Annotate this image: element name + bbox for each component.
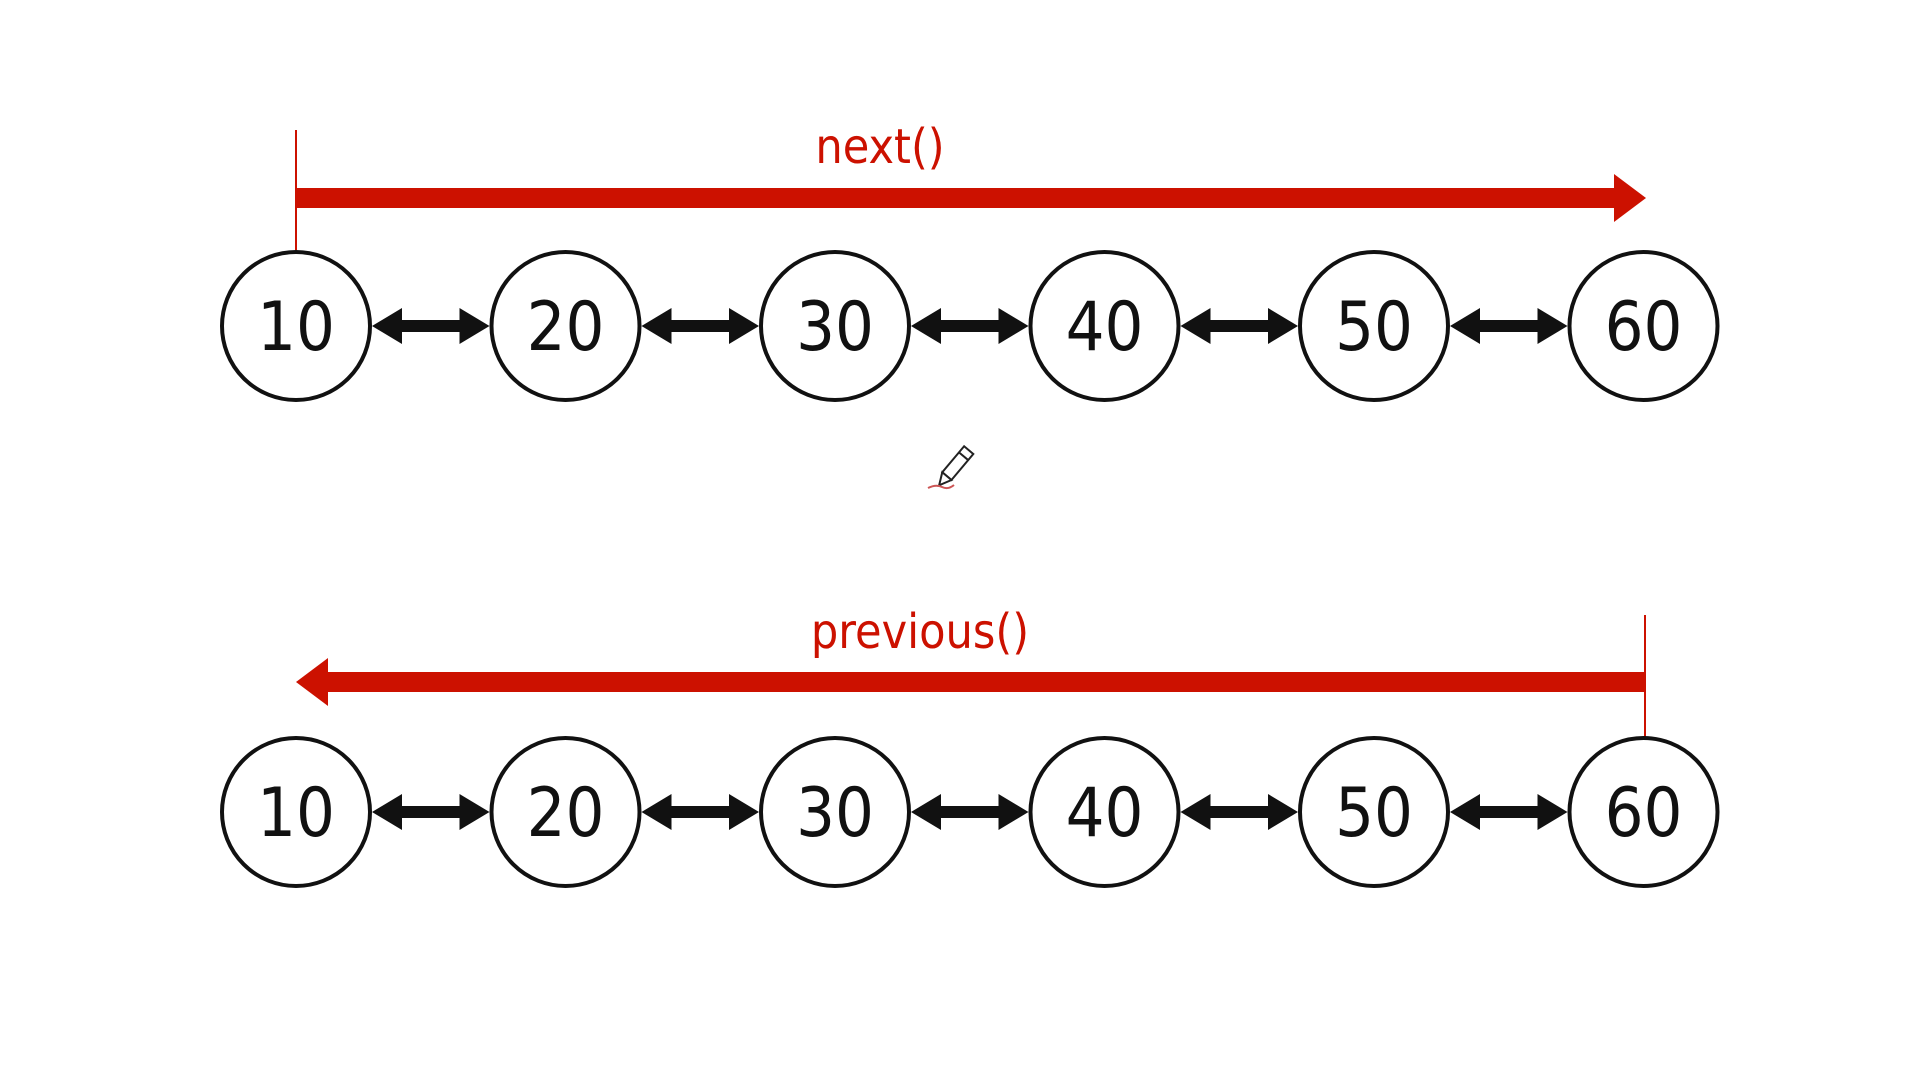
next-label: next() — [815, 119, 944, 175]
bidirectional-link-icon — [911, 308, 1029, 344]
node: 10 — [220, 250, 372, 402]
next-arrow-head — [1614, 174, 1646, 222]
node: 10 — [220, 736, 372, 888]
node: 50 — [1298, 736, 1450, 888]
previous-arrow-head — [296, 658, 328, 706]
next-traversal-group: next() 10 20 30 40 50 60 — [220, 119, 1720, 402]
bidirectional-link-icon — [641, 308, 759, 344]
bidirectional-link-icon — [372, 794, 490, 830]
node-value: 50 — [1335, 288, 1413, 367]
node-value: 40 — [1066, 774, 1144, 853]
bidirectional-link-icon — [1450, 794, 1568, 830]
node: 50 — [1298, 250, 1450, 402]
node-value: 20 — [527, 774, 605, 853]
bidirectional-link-icon — [911, 794, 1029, 830]
node-circle — [759, 736, 911, 888]
node-circle — [220, 736, 372, 888]
node-circle — [1028, 736, 1181, 888]
bidirectional-link-icon — [641, 794, 759, 830]
node-circle — [1298, 736, 1450, 888]
node: 20 — [489, 250, 642, 402]
node-circle — [1567, 250, 1720, 402]
node-value: 30 — [796, 288, 874, 367]
next-arrow-shaft — [296, 188, 1616, 208]
linked-list-row: 10 20 30 40 50 60 — [220, 250, 1720, 402]
node: 60 — [1567, 736, 1720, 888]
node-value: 60 — [1605, 774, 1683, 853]
node-value: 20 — [527, 288, 605, 367]
node-value: 10 — [257, 288, 335, 367]
previous-label: previous() — [811, 604, 1029, 660]
node-circle — [759, 250, 911, 402]
pencil-scribble — [927, 484, 955, 490]
node-value: 30 — [796, 774, 874, 853]
bidirectional-link-icon — [372, 308, 490, 344]
node-circle — [489, 736, 642, 888]
node-circle — [1567, 736, 1720, 888]
node: 30 — [759, 736, 911, 888]
pencil-cursor-icon — [937, 444, 975, 488]
node: 60 — [1567, 250, 1720, 402]
node-value: 40 — [1066, 288, 1144, 367]
node: 20 — [489, 736, 642, 888]
node-value: 50 — [1335, 774, 1413, 853]
bidirectional-link-icon — [1180, 794, 1298, 830]
linked-list-row: 10 20 30 40 50 60 — [220, 736, 1720, 888]
node-circle — [220, 250, 372, 402]
previous-traversal-group: previous() 10 20 30 40 50 60 — [220, 604, 1720, 888]
bidirectional-link-icon — [1450, 308, 1568, 344]
node-value: 60 — [1605, 288, 1683, 367]
node-circle — [1028, 250, 1181, 402]
node-circle — [1298, 250, 1450, 402]
node: 30 — [759, 250, 911, 402]
node: 40 — [1028, 736, 1181, 888]
previous-arrow-shaft — [326, 672, 1645, 692]
node-value: 10 — [257, 774, 335, 853]
bidirectional-link-icon — [1180, 308, 1298, 344]
node: 40 — [1028, 250, 1181, 402]
node-circle — [489, 250, 642, 402]
